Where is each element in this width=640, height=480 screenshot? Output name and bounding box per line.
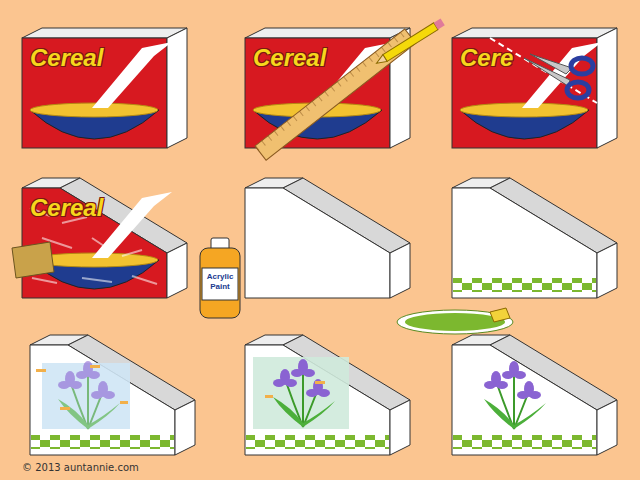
paint-plate	[397, 308, 513, 334]
napkin-holder	[30, 335, 195, 455]
box-title: Cere	[460, 44, 513, 72]
cut-step	[452, 28, 617, 148]
bottle-label: Acrylic Paint	[202, 272, 238, 291]
checker-holder	[452, 178, 617, 298]
box-title: Cereal	[30, 194, 103, 222]
cereal-box	[22, 28, 187, 148]
measure-step	[245, 19, 445, 161]
white-holder	[245, 178, 410, 298]
box-title: Cereal	[30, 44, 103, 72]
napkin-holder	[245, 335, 410, 455]
box-title: Cereal	[253, 44, 326, 72]
painting-step	[12, 178, 187, 298]
finished-holder	[452, 335, 617, 455]
acrylic-paint-bottle	[200, 238, 240, 318]
copyright-note: © 2013 auntannie.com	[22, 462, 139, 473]
